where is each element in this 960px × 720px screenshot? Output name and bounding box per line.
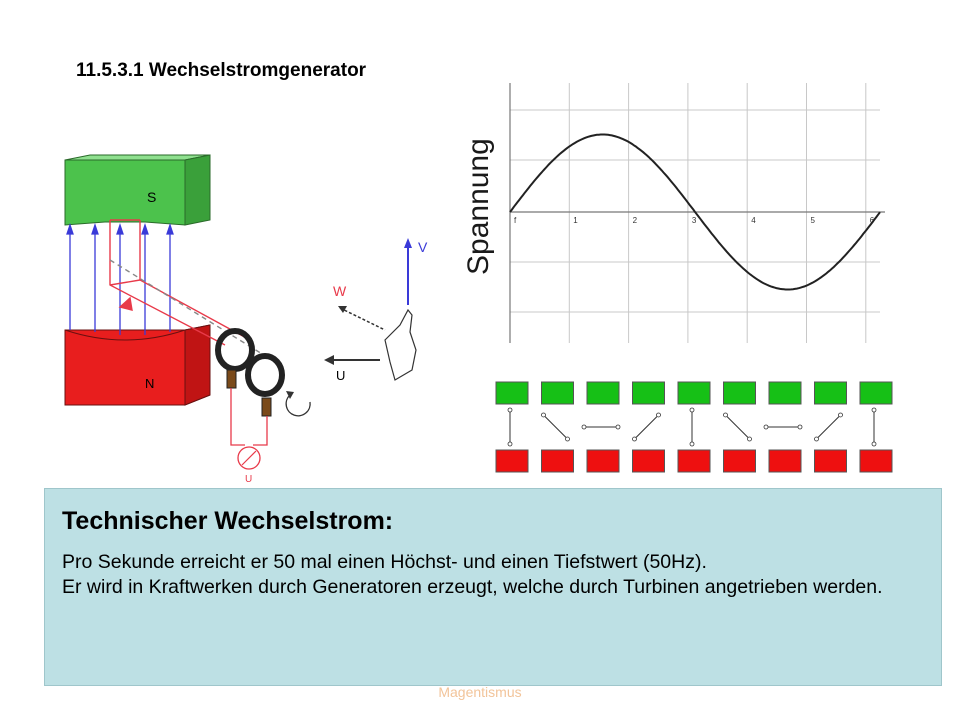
info-paragraph-1: Pro Sekunde erreicht er 50 mal einen Höc…	[62, 551, 707, 573]
magnet-n-label: N	[145, 376, 154, 391]
x-tick-label: 1	[573, 216, 578, 225]
footer-text: Magentismus	[438, 684, 522, 700]
voltmeter	[237, 446, 261, 470]
coil-end	[541, 412, 546, 418]
y-axis-label: Spannung	[462, 138, 495, 275]
coil-position	[725, 414, 750, 440]
bottom-magnet-block	[632, 449, 665, 473]
info-heading: Technischer Wechselstrom:	[62, 507, 394, 535]
x-tick-label: 3	[692, 216, 697, 225]
slip-rings	[215, 328, 285, 417]
coil-end	[871, 407, 877, 413]
chart-grid	[509, 83, 885, 343]
vector-u: U	[324, 355, 380, 383]
top-magnet-block	[859, 381, 893, 405]
top-magnet-block	[723, 381, 756, 405]
slide-title: 11.5.3.1 Wechselstromgenerator	[76, 60, 367, 81]
coil-end	[763, 424, 769, 430]
top-magnet-block	[814, 381, 847, 405]
bottom-magnet-block	[768, 449, 802, 473]
bottom-magnet-block	[586, 449, 620, 473]
coil-end	[838, 412, 843, 418]
svg-text:V: V	[418, 239, 428, 255]
chart-x-ticks: f 1 2 3 4 5 6	[514, 216, 875, 225]
brush	[226, 369, 237, 389]
circuit-wires	[230, 388, 268, 446]
south-magnet: S	[64, 154, 211, 226]
coil-loop	[109, 219, 281, 366]
svg-text:W: W	[333, 283, 347, 299]
coil-end	[747, 436, 752, 442]
hand-icon	[384, 308, 417, 381]
coil-end	[723, 412, 728, 418]
rotation-sequence	[495, 381, 893, 473]
x-tick-label: 2	[633, 216, 638, 225]
bottom-magnet-block	[814, 449, 847, 473]
top-magnet-block	[677, 381, 711, 405]
vector-w: W	[333, 283, 386, 331]
top-magnet-block	[632, 381, 665, 405]
bottom-magnet-block	[723, 449, 756, 473]
top-magnet-block	[586, 381, 620, 405]
coil-end	[814, 436, 819, 442]
vector-v: V	[404, 238, 428, 305]
x-tick-label: f	[514, 216, 517, 225]
magnet-s-label: S	[147, 189, 156, 205]
x-tick-label: 4	[751, 216, 756, 225]
top-magnet-block	[495, 381, 529, 405]
coil-end	[507, 407, 513, 413]
bottom-magnet-block	[541, 449, 574, 473]
svg-text:U: U	[336, 368, 345, 383]
coil-end	[632, 436, 637, 442]
generator-diagram: S N U V	[64, 154, 428, 485]
voltage-chart: f 1 2 3 4 5 6 Spannung	[462, 83, 885, 343]
top-magnet-block	[541, 381, 574, 405]
coil-end	[507, 441, 513, 447]
info-paragraph-2: Er wird in Kraftwerken durch Generatoren…	[62, 576, 883, 598]
north-magnet: N	[64, 324, 211, 406]
voltmeter-label: U	[245, 474, 252, 485]
voltage-curve	[509, 133, 881, 291]
coil-position	[543, 414, 568, 440]
x-tick-label: 6	[870, 216, 875, 225]
field-lines	[66, 222, 174, 335]
coil-position	[816, 414, 841, 440]
coil-end	[656, 412, 661, 418]
coil-end	[689, 441, 695, 447]
info-box: Technischer Wechselstrom: Pro Sekunde er…	[44, 488, 942, 686]
coil-end	[871, 441, 877, 447]
coil-end	[797, 424, 803, 430]
bottom-magnet-block	[859, 449, 893, 473]
coil-end	[581, 424, 587, 430]
coil-end	[565, 436, 570, 442]
x-tick-label: 5	[811, 216, 816, 225]
top-magnet-block	[768, 381, 802, 405]
coil-position	[634, 414, 659, 440]
bottom-magnet-block	[677, 449, 711, 473]
brush	[261, 397, 272, 417]
bottom-magnet-block	[495, 449, 529, 473]
coil-end	[615, 424, 621, 430]
coil-end	[689, 407, 695, 413]
rotation-arrow-icon	[285, 394, 311, 417]
